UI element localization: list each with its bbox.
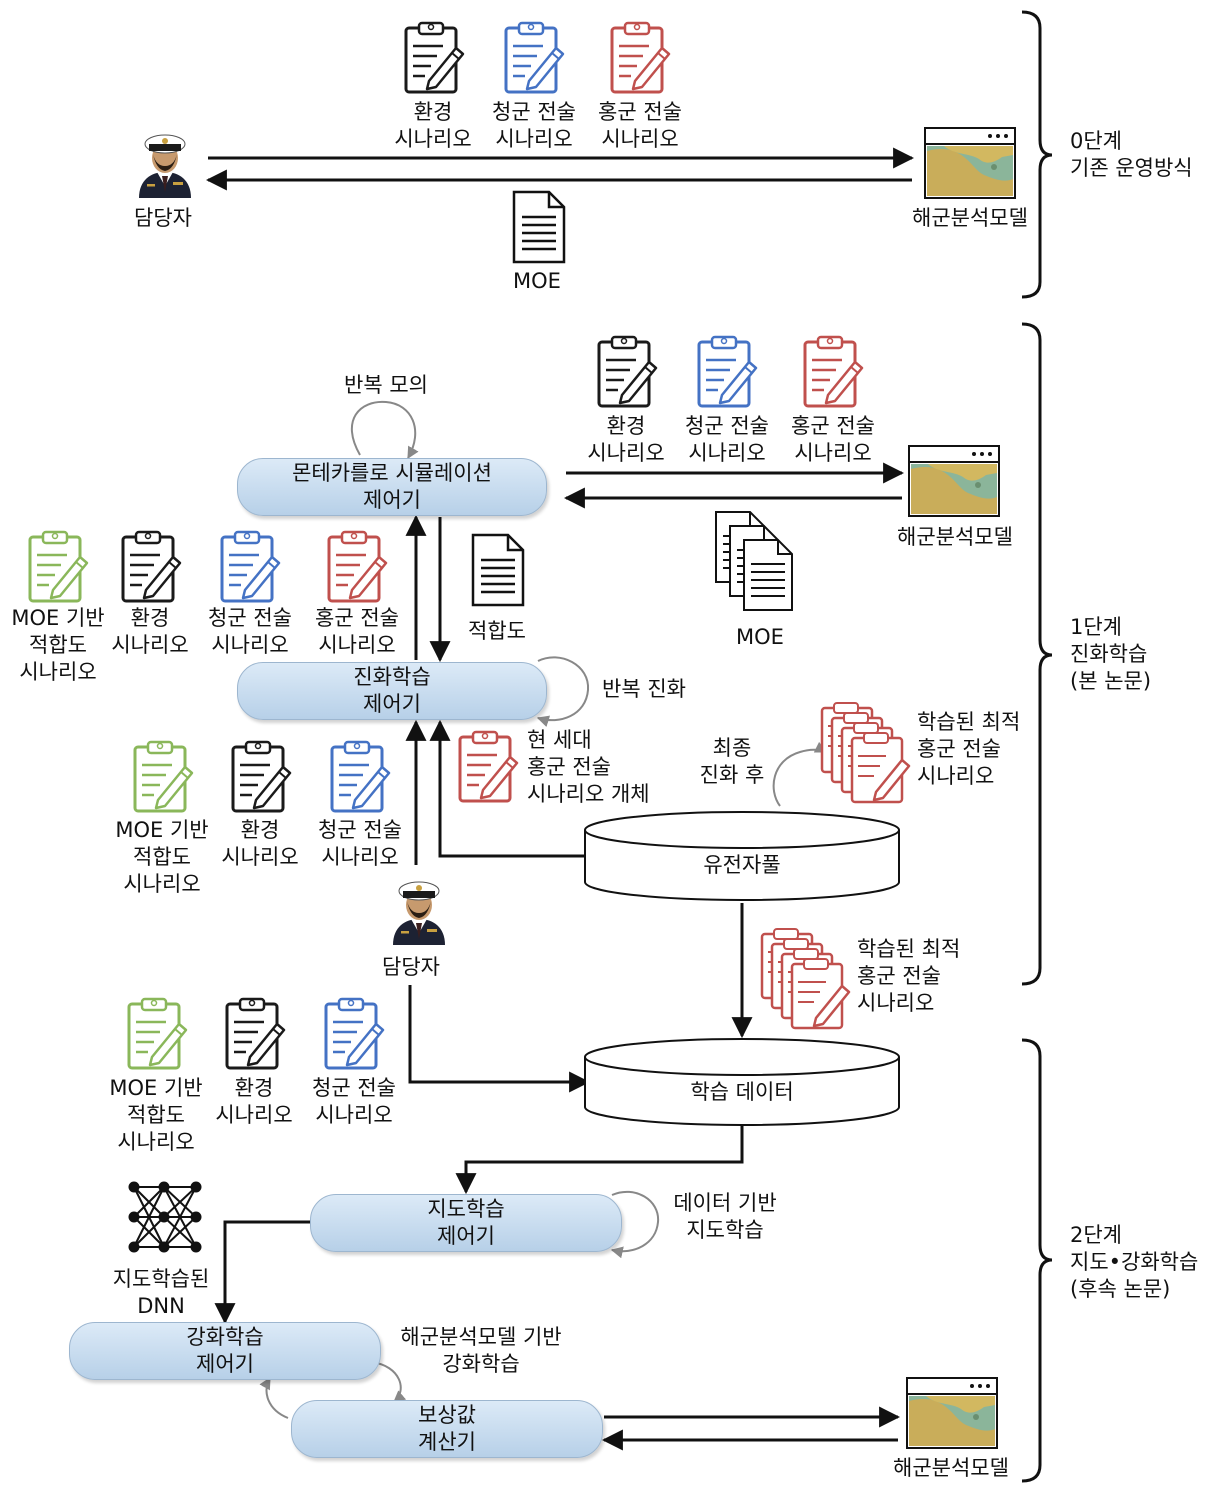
dnn-edge [133, 1186, 165, 1248]
dnn-node [128, 1241, 140, 1253]
fitness-label: 적합도 [468, 619, 526, 643]
naval-model-label-s2: 해군분석모델 [893, 1456, 1009, 1480]
operator-label-s1: 담당자 [382, 955, 440, 979]
env-scenario-icon-a [120, 527, 182, 611]
operator-icon-s1 [387, 871, 451, 949]
naval-model-map-icon-s1 [908, 445, 1000, 521]
stage1-bracket [1021, 322, 1053, 986]
optimal-red-scenarios-icon-a [820, 700, 920, 814]
dnn-node [158, 1211, 170, 1223]
red-scenario-icon-s1 [802, 332, 864, 416]
naval-model-label-s1: 해군분석모델 [897, 525, 1013, 549]
gene-pool-cylinder [584, 811, 900, 901]
dnn-edge [133, 1216, 165, 1248]
dnn-node [158, 1241, 170, 1253]
dnn-node [190, 1211, 202, 1223]
env-scenario-icon-s1 [596, 332, 658, 416]
gene-pool-label: 유전자풀 [703, 853, 781, 877]
stage2-bracket [1021, 1038, 1053, 1483]
blue-scenario-icon-c [323, 994, 385, 1078]
env-scenario-icon-c [224, 994, 286, 1078]
red-scenario-icon-a [326, 527, 388, 611]
optimal-red-scenarios-icon-b [760, 926, 860, 1040]
dnn-edge [163, 1186, 197, 1248]
repeat-evo-label: 반복 진화 [602, 677, 686, 701]
dnn-node [190, 1241, 202, 1253]
blue-scenario-icon-a [219, 527, 281, 611]
dnn-edge [163, 1186, 197, 1218]
moe-label-s1: MOE [736, 625, 784, 649]
env-scenario-icon [403, 18, 465, 102]
blue-scenario-icon-b [329, 737, 391, 821]
current-gen-red-scenario-icon [457, 727, 519, 811]
training-data-label: 학습 데이터 [690, 1080, 794, 1104]
training-data-cylinder [584, 1038, 900, 1126]
moe-fit-scenario-icon-b [132, 737, 194, 821]
operator-label: 담당자 [134, 206, 192, 230]
repeat-sim-label: 반복 모의 [344, 373, 428, 397]
naval-model-map-icon [924, 127, 1016, 203]
dnn-node [158, 1181, 170, 1193]
fitness-document-icon [470, 532, 526, 612]
naval-model-map-icon-s2 [906, 1377, 998, 1453]
dnn-icon [128, 1181, 202, 1253]
dnn-edge [133, 1186, 165, 1218]
dnn-node [128, 1181, 140, 1193]
dnn-edge [163, 1216, 197, 1248]
moe-fit-scenario-icon-c [126, 994, 188, 1078]
moe-document-icon [511, 189, 567, 269]
moe-label: MOE [513, 269, 561, 293]
operator-icon [133, 124, 197, 202]
blue-scenario-icon [503, 18, 565, 102]
red-scenario-icon [609, 18, 671, 102]
moe-documents-stack-icon [714, 510, 804, 624]
env-scenario-icon-b [230, 737, 292, 821]
dnn-node [128, 1211, 140, 1223]
stage0-bracket [1021, 10, 1053, 299]
naval-model-label: 해군분석모델 [912, 206, 1028, 230]
blue-scenario-icon-s1 [696, 332, 758, 416]
moe-fit-scenario-icon-a [27, 527, 89, 611]
dnn-node [190, 1181, 202, 1193]
